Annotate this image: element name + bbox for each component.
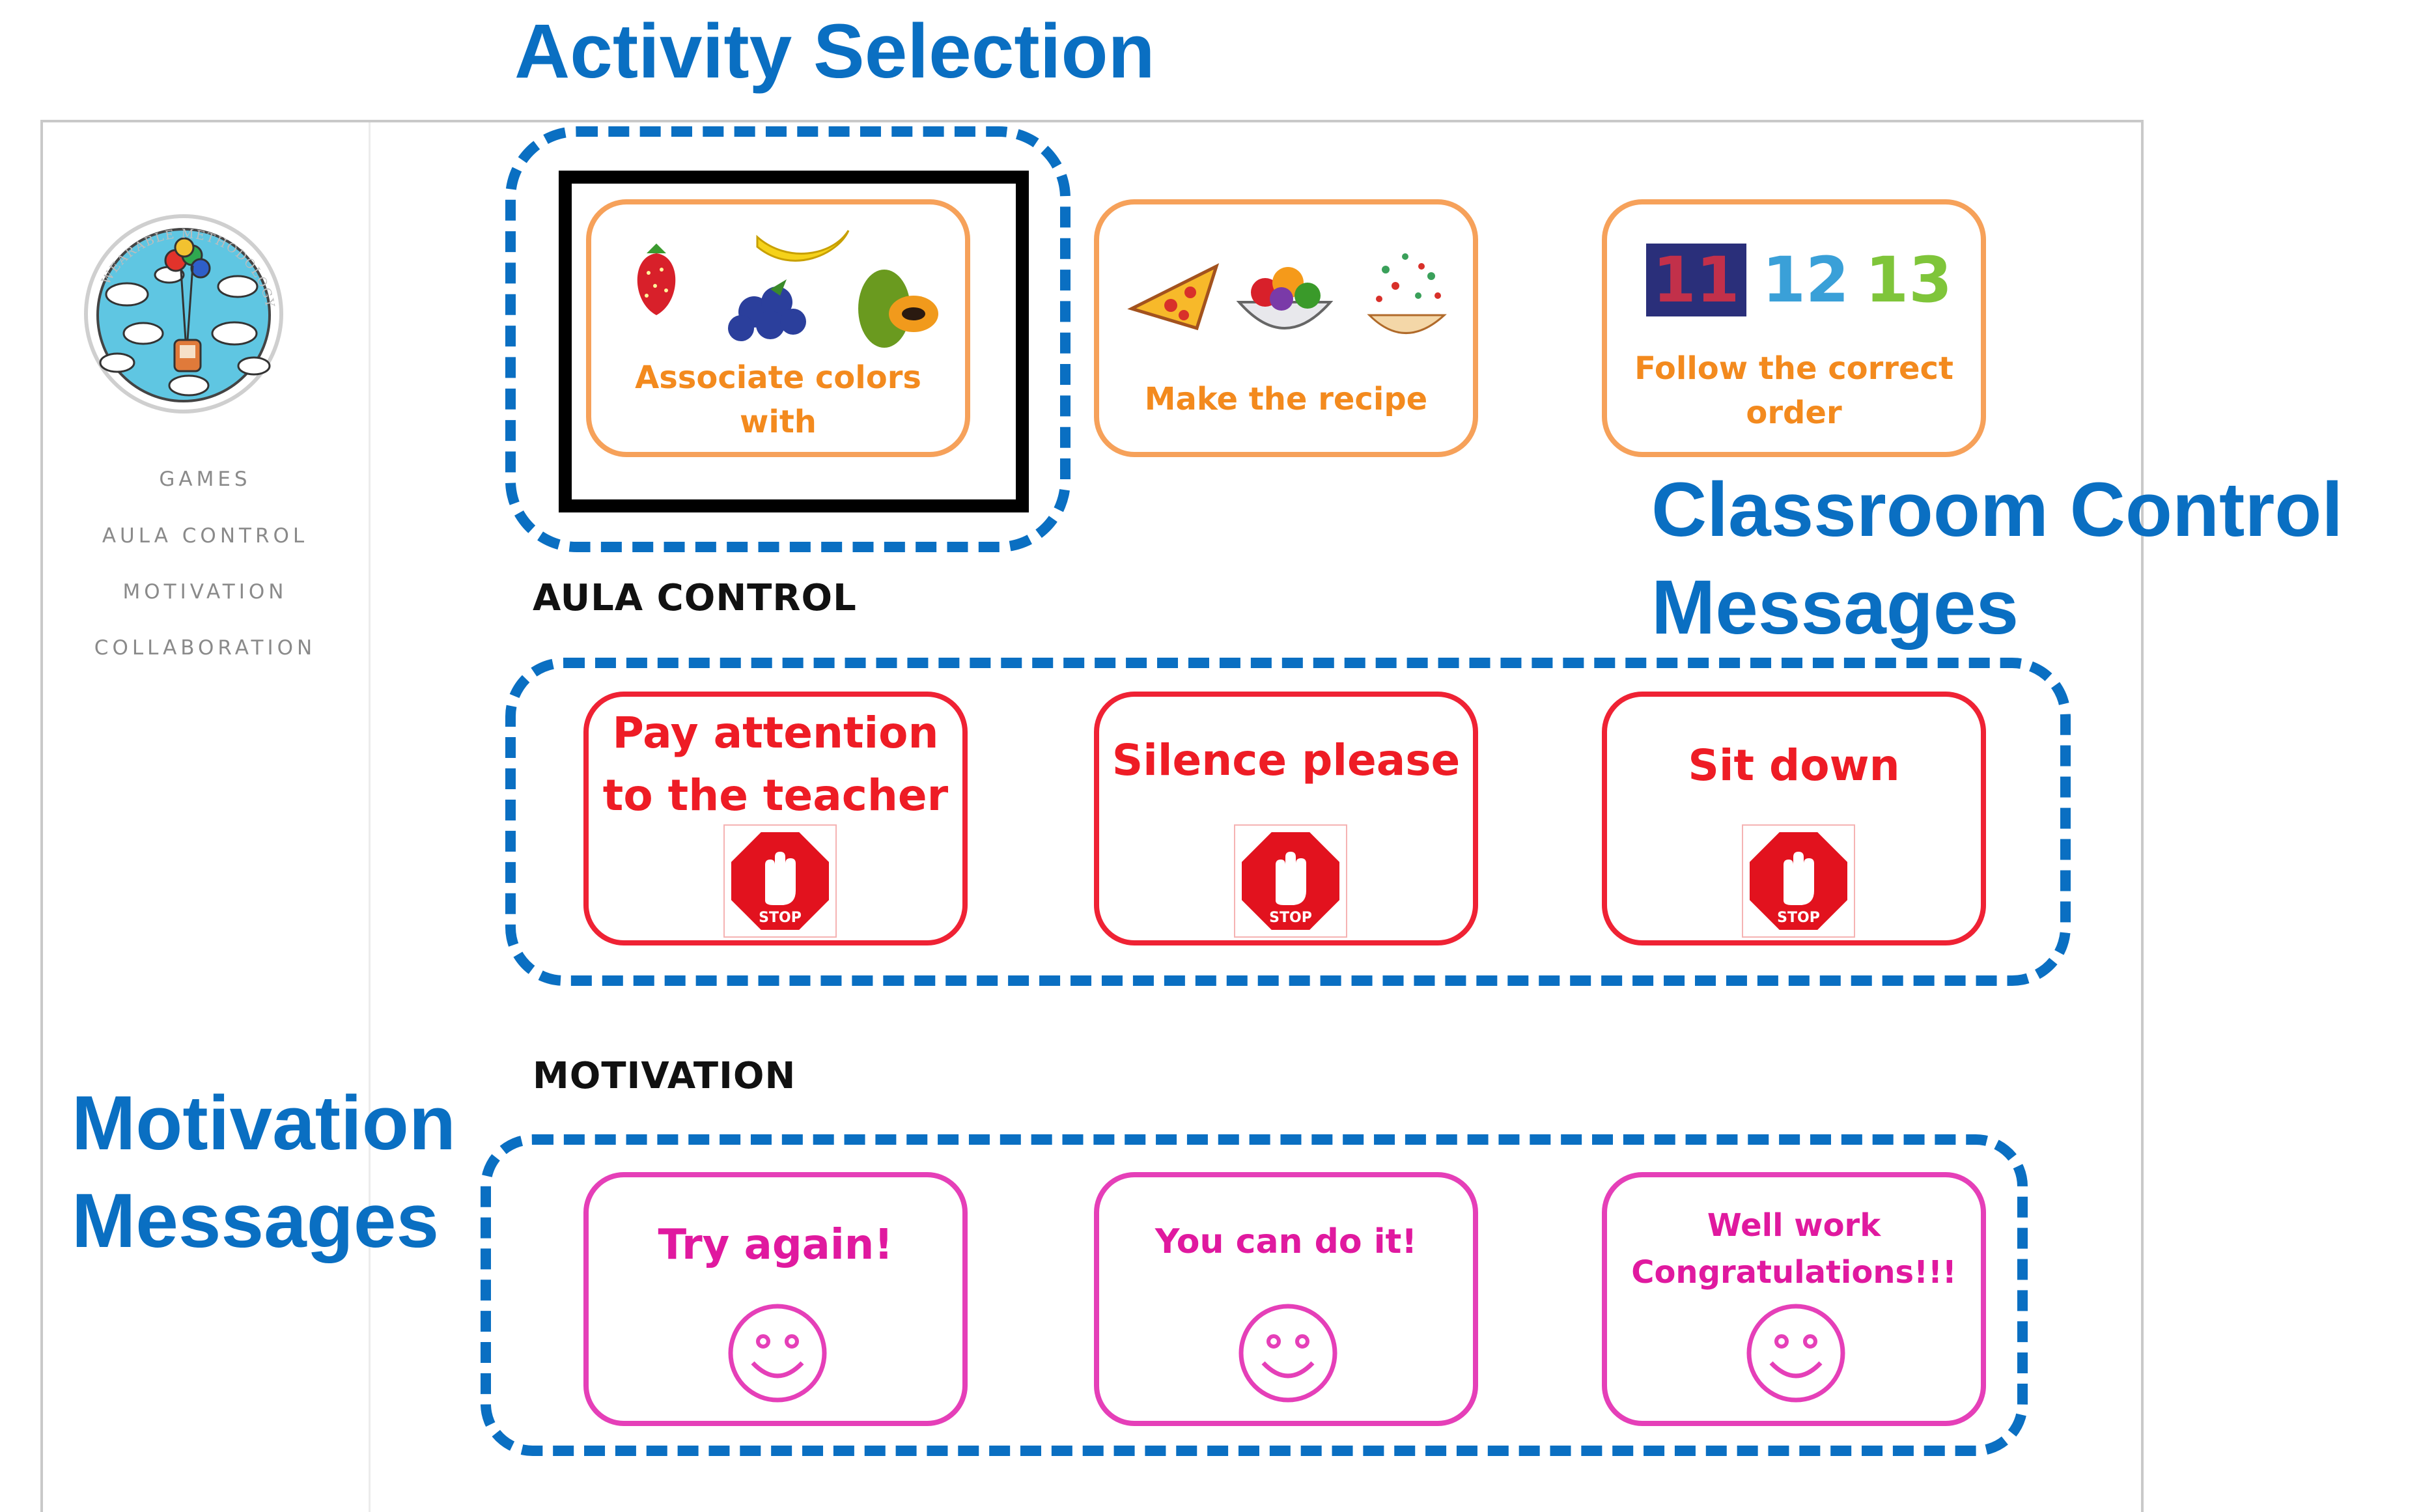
svg-text:STOP: STOP (759, 910, 802, 926)
stop-hand-icon: STOP (1234, 824, 1347, 938)
svg-text:STOP: STOP (1777, 910, 1820, 926)
sidebar-item-collaboration[interactable]: COLLABORATION (94, 636, 316, 660)
motivation-card-try-again[interactable]: Try again! (583, 1172, 968, 1426)
sidebar-item-games[interactable]: GAMES (159, 468, 251, 491)
control-card-pay-attention[interactable]: Pay attention to the teacher STOP (583, 692, 968, 945)
game-card-label: Follow the correct order (1634, 350, 1953, 431)
stop-hand-icon: STOP (723, 824, 837, 938)
motivation-card-well-work[interactable]: Well work Congratulations!!! (1602, 1172, 1986, 1426)
motivation-card-label: Try again! (658, 1221, 893, 1269)
fruits-icon (637, 230, 938, 348)
motivation-heading: MOTIVATION (533, 1055, 796, 1097)
activity-selection-outline (505, 126, 1071, 552)
motivation-card-label: Well work Congratulations!!! (1631, 1207, 1957, 1291)
game-card-associate-colors[interactable]: Associate colors with fruits and vegetab… (586, 199, 970, 457)
control-card-sit-down[interactable]: Sit down STOP (1602, 692, 1986, 945)
sidebar-item-aula-control[interactable]: AULA CONTROL (102, 524, 309, 548)
annotation-activity-selection: Activity Selection (514, 8, 1155, 94)
control-card-label: Pay attention to the teacher (602, 708, 949, 820)
control-card-silence-please[interactable]: Silence please STOP (1094, 692, 1478, 945)
motivation-outline (481, 1134, 2028, 1456)
game-card-label: Make the recipe (1144, 381, 1428, 417)
motivation-card-you-can-do-it[interactable]: You can do it! (1094, 1172, 1478, 1426)
numbers-icon: 11 12 13 (1646, 244, 1952, 316)
smiley-icon (1238, 1304, 1337, 1403)
annotation-classroom-control: Classroom Control Messages (1651, 467, 2344, 651)
aula-control-heading: AULA CONTROL (533, 577, 857, 619)
game-card-label: Associate colors with fruits and vegetab… (635, 359, 921, 452)
control-card-label: Silence please (1112, 735, 1461, 785)
game-card-make-recipe[interactable]: Make the recipe (1094, 199, 1478, 457)
annotation-motivation: Motivation Messages (72, 1080, 456, 1264)
classroom-control-outline (505, 658, 2071, 986)
game-card-follow-order[interactable]: 11 12 13 Follow the correct order (1602, 199, 1986, 457)
sidebar-item-motivation[interactable]: MOTIVATION (122, 580, 288, 604)
selected-game-highlight (559, 171, 1029, 512)
smiley-icon (728, 1304, 827, 1403)
svg-text:STOP: STOP (1269, 910, 1312, 926)
control-card-label: Sit down (1688, 740, 1900, 791)
motivation-card-label: You can do it! (1155, 1222, 1418, 1261)
stop-hand-icon: STOP (1742, 824, 1855, 938)
sidebar-divider (369, 122, 371, 1512)
recipe-icon (1127, 253, 1447, 334)
logo: WEARABLE METHODOLOGY (84, 214, 283, 413)
smiley-icon (1746, 1304, 1845, 1403)
